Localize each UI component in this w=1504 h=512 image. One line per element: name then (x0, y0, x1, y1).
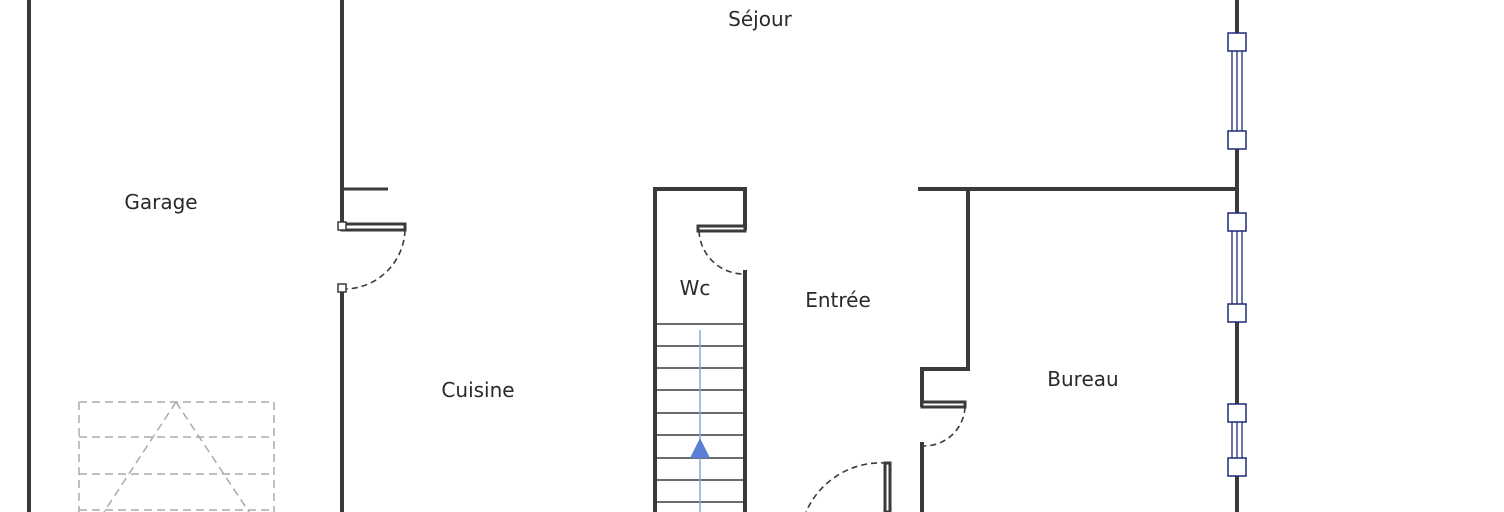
room-label-cuisine: Cuisine (441, 378, 515, 402)
wc-door (696, 224, 747, 275)
window-sejour (1227, 32, 1247, 150)
room-label-entree: Entrée (805, 288, 871, 312)
room-label-bureau: Bureau (1047, 367, 1119, 391)
bureau-door (920, 400, 967, 447)
room-label-garage: Garage (124, 190, 198, 214)
entrance-door (805, 461, 892, 512)
garage-door (337, 221, 407, 293)
room-label-wc: Wc (679, 276, 711, 300)
window-bureau-upper (1227, 212, 1247, 323)
stair-up-arrow-icon (690, 438, 710, 458)
car-outline (78, 401, 275, 512)
bureau-walls (918, 187, 1239, 512)
room-label-sejour: Séjour (728, 7, 792, 31)
window-bureau-lower (1227, 403, 1247, 477)
